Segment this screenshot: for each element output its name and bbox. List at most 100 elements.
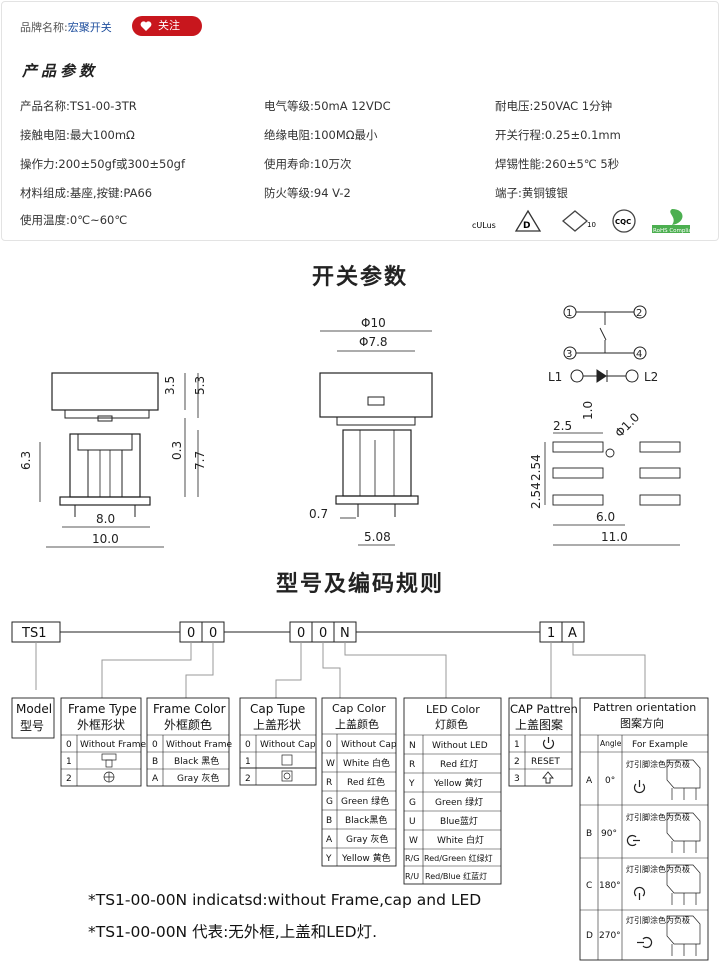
- params-title: 产品参数: [22, 62, 99, 80]
- code-cell: 0: [245, 740, 251, 750]
- cap-shape-icon: [281, 754, 293, 766]
- example-header: For Example: [632, 740, 688, 750]
- desc-cell: Without Frame: [80, 740, 147, 750]
- dim-label: 10.0: [92, 532, 119, 546]
- desc-cell: Yellow 黄灯: [433, 777, 483, 789]
- desc-cell: Red/Green 红绿灯: [424, 853, 493, 863]
- pin-note: 灯引脚涂色为负极: [626, 812, 690, 822]
- code-cell: R/U: [405, 872, 419, 881]
- frame-type-table: Frame Type 外框形状 0 Without Frame 1 2: [60, 697, 147, 787]
- param: 焊锡性能:260±5℃ 5秒: [495, 157, 620, 171]
- param: 使用温度:0℃~60℃: [20, 213, 128, 227]
- desc-cell: Without Frame: [166, 740, 233, 750]
- code-cell: 2: [245, 774, 251, 784]
- dim-label: 11.0: [601, 530, 628, 544]
- cap-pattern-table: CAP Pattren 上盖图案 1 2 RESET 3: [508, 697, 578, 787]
- model-code-diagram: TS1 0 0 0 0 N 1 A Model 型号 Frame Type 外框…: [11, 621, 709, 961]
- desc-cell: Without Cap: [260, 740, 316, 750]
- brand-row: 品牌名称:宏聚开关: [20, 19, 112, 35]
- pin-label: 2: [636, 308, 642, 319]
- circuit-diagram: 1 2 3 4 L1 L2: [548, 305, 658, 384]
- dim-label: 5.08: [364, 530, 391, 544]
- dim-label: 2.5: [553, 419, 572, 433]
- code-cell: B: [586, 829, 592, 839]
- col-title-cn: 灯颜色: [435, 717, 468, 731]
- cert-d: D: [523, 221, 530, 231]
- dim-label: 3.5: [163, 376, 177, 395]
- follow-button[interactable]: 关注: [132, 16, 202, 36]
- desc-cell: Red 红色: [347, 776, 385, 788]
- code-cell: B: [326, 816, 332, 826]
- code-cell: U: [409, 817, 416, 827]
- code-char: 0: [209, 626, 217, 641]
- cert-rohs: RoHS Compliant: [653, 228, 698, 234]
- code-cell: A: [152, 774, 159, 784]
- cqc-logo: CQC: [612, 209, 636, 233]
- arrow-up-icon: [542, 771, 554, 784]
- code-cell: 2: [514, 757, 520, 767]
- desc-cell: Gray 灰色: [177, 772, 219, 784]
- param: 使用寿命:10万次: [264, 157, 352, 171]
- switch-example-icon: 灯引脚涂色为负极: [626, 759, 701, 800]
- code-char: N: [340, 626, 350, 641]
- code-cell: 0: [152, 740, 158, 750]
- switch-params-title: 开关参数: [311, 265, 408, 290]
- code-cell: W: [326, 759, 335, 769]
- ul-logo: cULus: [472, 221, 496, 230]
- desc-cell: Red/Blue 红蓝灯: [425, 871, 487, 881]
- dim-label: 0.7: [309, 507, 328, 521]
- angle-cell: 270°: [599, 931, 621, 941]
- col-title-en: LED Color: [426, 703, 480, 716]
- dim-label: 7.7: [193, 451, 207, 470]
- model-coding-title: 型号及编码规则: [275, 572, 444, 597]
- pin-note: 灯引脚涂色为负极: [626, 759, 690, 769]
- switch-example-icon: 灯引脚涂色为负极: [626, 864, 701, 905]
- code-cell: 1: [514, 740, 520, 750]
- col-title-en: Frame Type: [68, 702, 137, 716]
- param: 产品名称:TS1-00-3TR: [20, 99, 137, 113]
- frame-shape-icon: [103, 771, 115, 783]
- note-cn: *TS1-00-00N 代表:无外框,上盖和LED灯.: [88, 923, 378, 941]
- code-cell: B: [152, 757, 158, 767]
- col-title-en: Cap Tupe: [250, 702, 305, 716]
- code-cell: Y: [325, 854, 332, 864]
- dim-label: 6.0: [596, 510, 615, 524]
- power-icon: [542, 737, 555, 750]
- col-title-en: Pattren orientation: [593, 701, 696, 714]
- desc-cell: White 白色: [343, 757, 390, 769]
- led-label: L1: [548, 370, 562, 384]
- param: 防火等级:94 V-2: [264, 186, 351, 200]
- code-cell: N: [409, 741, 416, 751]
- dim-label: Φ1.0: [612, 410, 642, 440]
- leader-lines: [35, 642, 646, 698]
- desc-cell: Black黑色: [345, 814, 387, 826]
- cap-color-table: Cap Color 上盖颜色 0 Without Cap W White 白色 …: [321, 697, 397, 867]
- cap-shape-icon: [281, 770, 293, 782]
- code-cell: G: [409, 798, 416, 808]
- dim-label: Φ7.8: [359, 335, 388, 349]
- code-cell: 0: [326, 740, 332, 750]
- cert-cqc: CQC: [615, 218, 631, 226]
- code-cell: C: [586, 881, 592, 891]
- dim-label: 1.0: [581, 401, 595, 420]
- desc-cell: White 白灯: [437, 834, 484, 846]
- code-cell: 2: [66, 774, 72, 784]
- enec-logo: 10: [561, 210, 596, 232]
- pin-label: 1: [566, 308, 572, 319]
- pin-label: 3: [566, 349, 572, 360]
- col-title-cn: 型号: [20, 719, 44, 733]
- brand-label: 品牌名称:: [20, 21, 68, 34]
- cert-logos: cULus D 10 CQC RoHS Compliant: [472, 209, 698, 234]
- col-title-cn: 外框形状: [77, 718, 125, 732]
- col-title-en: Frame Color: [153, 702, 226, 716]
- code-cell: 1: [245, 757, 251, 767]
- code-char: 0: [297, 626, 305, 641]
- code-char: A: [568, 626, 577, 641]
- angle-header: Angle: [600, 739, 622, 748]
- col-title-en: Cap Color: [332, 702, 386, 715]
- pin-label: 4: [636, 349, 642, 360]
- param: 开关行程:0.25±0.1mm: [495, 128, 621, 142]
- brand-link[interactable]: 宏聚开关: [67, 21, 112, 34]
- code-char: 0: [319, 626, 327, 641]
- desc-cell: Green 绿色: [341, 795, 389, 807]
